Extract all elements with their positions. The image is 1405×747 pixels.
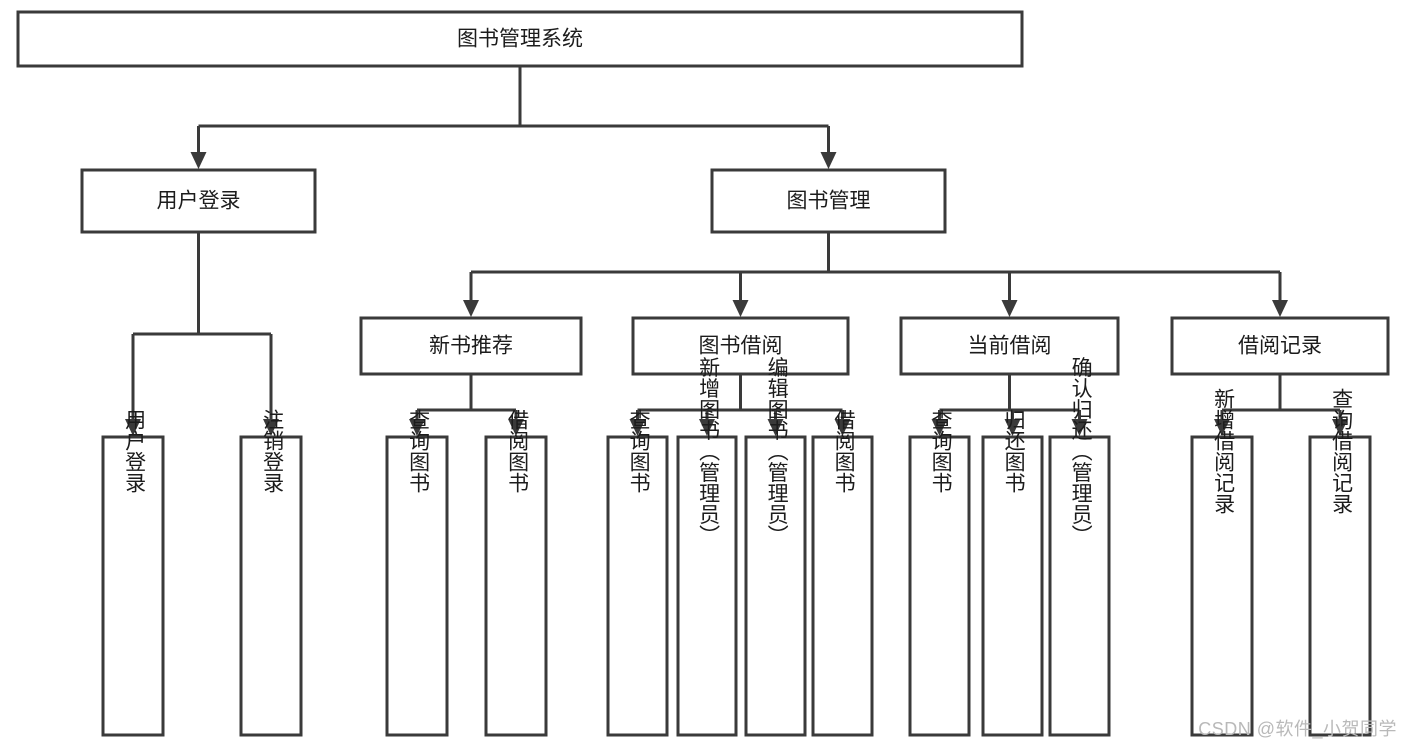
node-label: 查询图书 — [407, 409, 431, 493]
arrow-head-icon — [125, 419, 141, 436]
node-leaf-query-book-3[interactable]: 查询图书 — [908, 409, 971, 737]
arrow-head-icon — [263, 419, 279, 436]
node-l3-borrow-record[interactable]: 借阅记录 — [1170, 316, 1390, 376]
node-box — [484, 435, 548, 737]
arrow-head-icon — [190, 152, 207, 169]
arrow-head-icon — [820, 152, 837, 169]
node-label: 查询图书 — [627, 409, 651, 493]
node-leaf-query-book-1[interactable]: 查询图书 — [385, 409, 449, 737]
node-leaf-add-record[interactable]: 新增借阅记录 — [1190, 388, 1254, 737]
node-box — [606, 435, 669, 737]
arrow-head-icon — [508, 419, 524, 436]
arrow-head-icon — [931, 419, 948, 436]
node-box — [710, 168, 947, 234]
node-label: 查询借阅记录 — [1330, 388, 1354, 514]
node-box — [1308, 435, 1372, 737]
arrow-head-icon — [767, 419, 784, 436]
node-label: 图书管理系统 — [457, 28, 583, 51]
node-label: 查询图书 — [929, 409, 953, 493]
node-box — [899, 316, 1120, 376]
arrow-head-icon — [699, 419, 715, 436]
node-box — [811, 435, 874, 737]
node-leaf-query-book-2[interactable]: 查询图书 — [606, 409, 669, 737]
node-label: 归还图书 — [1002, 409, 1026, 493]
node-box — [1170, 316, 1390, 376]
node-box — [908, 435, 971, 737]
node-leaf-query-record[interactable]: 查询借阅记录 — [1308, 388, 1372, 737]
node-label: 新书推荐 — [429, 335, 513, 358]
node-box — [1048, 435, 1111, 737]
arrow-head-icon — [1071, 419, 1088, 436]
node-label: 借阅图书 — [506, 409, 530, 493]
node-box — [359, 316, 583, 376]
node-label: 注销登录 — [261, 409, 285, 493]
arrow-head-icon — [1214, 419, 1230, 436]
arrow-head-icon — [1332, 419, 1348, 436]
arrow-head-icon — [732, 300, 749, 317]
node-box — [80, 168, 317, 234]
node-label: 确认归还（管理员） — [1069, 357, 1093, 546]
node-box — [631, 316, 850, 376]
node-leaf-user-login[interactable]: 用户登录 — [101, 409, 165, 737]
node-label: 图书借阅 — [699, 335, 783, 358]
node-box — [1190, 435, 1254, 737]
node-label: 编辑图书（管理员） — [765, 357, 789, 546]
node-label: 借阅记录 — [1238, 335, 1322, 358]
node-l3-current-borrow[interactable]: 当前借阅 — [899, 316, 1120, 376]
arrow-head-icon — [463, 300, 479, 317]
node-l3-book-borrow[interactable]: 图书借阅 — [631, 316, 850, 376]
node-leaf-logout[interactable]: 注销登录 — [239, 409, 303, 737]
node-l2-user-login[interactable]: 用户登录 — [80, 168, 317, 234]
arrow-head-icon — [1004, 419, 1021, 436]
node-leaf-edit-book[interactable]: 编辑图书（管理员） — [744, 357, 807, 737]
node-box — [239, 435, 303, 737]
node-root[interactable]: 图书管理系统 — [16, 10, 1024, 68]
node-leaf-return-book[interactable]: 归还图书 — [981, 409, 1044, 737]
node-l3-new-book-rec[interactable]: 新书推荐 — [359, 316, 583, 376]
node-leaf-add-book[interactable]: 新增图书（管理员） — [676, 357, 738, 737]
node-label: 图书管理 — [787, 190, 871, 213]
node-label: 新增图书（管理员） — [697, 357, 721, 546]
arrow-head-icon — [409, 419, 425, 436]
node-leaf-borrow-book-1[interactable]: 借阅图书 — [484, 409, 548, 737]
node-leaf-confirm-return[interactable]: 确认归还（管理员） — [1048, 357, 1111, 737]
node-box — [744, 435, 807, 737]
arrow-head-icon — [1001, 300, 1018, 317]
node-label: 当前借阅 — [968, 335, 1052, 358]
node-box — [16, 10, 1024, 68]
node-label: 用户登录 — [123, 409, 147, 493]
arrow-head-icon — [1272, 300, 1288, 317]
node-box — [101, 435, 165, 737]
arrow-head-icon — [629, 419, 646, 436]
node-label: 借阅图书 — [832, 409, 856, 493]
node-box — [676, 435, 738, 737]
arrow-head-icon — [834, 419, 851, 436]
node-l2-book-manage[interactable]: 图书管理 — [710, 168, 947, 234]
node-leaf-borrow-book-2[interactable]: 借阅图书 — [811, 409, 874, 737]
node-label: 新增借阅记录 — [1212, 388, 1236, 514]
nodes-layer: 图书管理系统用户登录图书管理新书推荐图书借阅当前借阅借阅记录用户登录注销登录查询… — [16, 10, 1390, 737]
node-box — [981, 435, 1044, 737]
edges-layer — [125, 66, 1348, 436]
node-label: 用户登录 — [157, 190, 241, 213]
node-box — [385, 435, 449, 737]
